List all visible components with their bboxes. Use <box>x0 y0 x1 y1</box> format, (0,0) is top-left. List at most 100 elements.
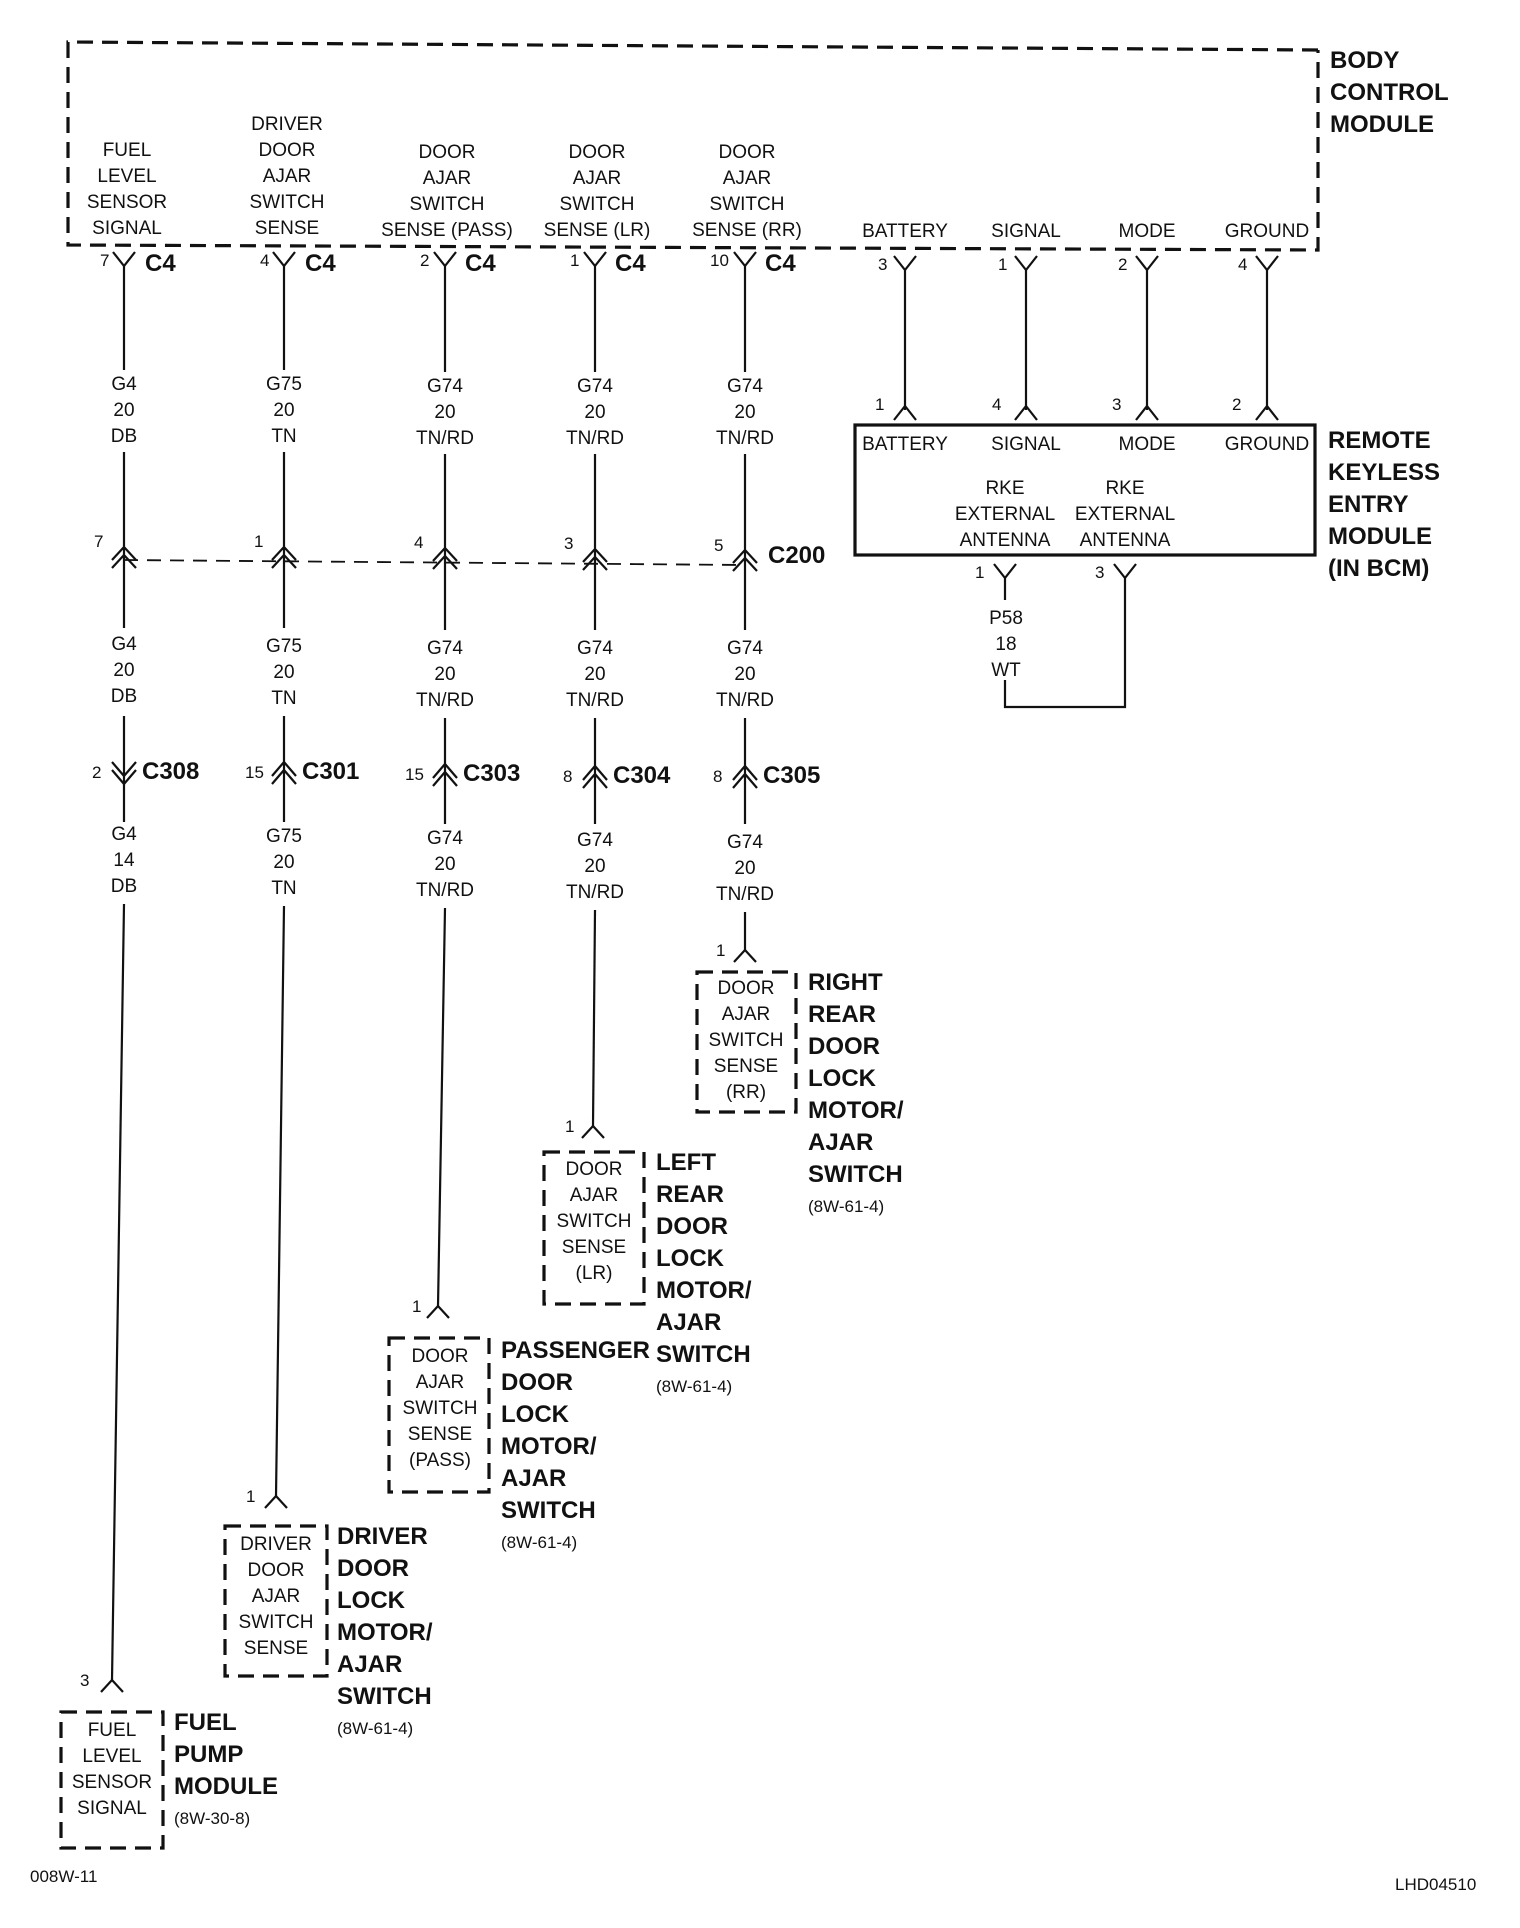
svg-text:(8W-61-4): (8W-61-4) <box>656 1377 732 1396</box>
svg-text:FUEL: FUEL <box>88 1720 137 1741</box>
wire-label-middle-1: G75 20 TN <box>258 632 310 714</box>
svg-text:2: 2 <box>1118 255 1127 274</box>
wire-label-middle-3: G74 20 TN/RD <box>562 634 628 716</box>
svg-text:LEVEL: LEVEL <box>82 1746 141 1767</box>
svg-text:20: 20 <box>584 402 605 423</box>
svg-text:20: 20 <box>273 662 294 683</box>
svg-text:BATTERY: BATTERY <box>862 221 948 242</box>
svg-text:C4: C4 <box>145 250 176 277</box>
svg-text:(8W-61-4): (8W-61-4) <box>337 1719 413 1738</box>
inline-connector-c305: 8 C305 <box>713 718 820 824</box>
svg-text:3: 3 <box>564 534 573 553</box>
svg-text:1: 1 <box>716 941 725 960</box>
svg-text:C4: C4 <box>465 250 496 277</box>
svg-text:TN/RD: TN/RD <box>716 428 774 449</box>
rke-module-pins: 1 4 3 2 <box>875 395 1279 421</box>
svg-text:DB: DB <box>111 426 137 447</box>
svg-text:3: 3 <box>1095 563 1104 582</box>
svg-text:20: 20 <box>113 400 134 421</box>
svg-text:AJAR: AJAR <box>656 1309 721 1336</box>
svg-text:AJAR: AJAR <box>501 1465 566 1492</box>
svg-text:SWITCH: SWITCH <box>410 194 485 215</box>
wire-lr-lower <box>591 909 597 1127</box>
svg-text:(RR): (RR) <box>726 1082 766 1103</box>
svg-text:BATTERY: BATTERY <box>862 434 948 455</box>
svg-text:4: 4 <box>260 251 269 270</box>
component-fuel-pump-module: 3 FUEL LEVEL SENSOR SIGNAL FUEL PUMP MOD… <box>59 1671 278 1850</box>
svg-text:AJAR: AJAR <box>416 1372 465 1393</box>
svg-text:SWITCH: SWITCH <box>560 194 635 215</box>
svg-text:10: 10 <box>710 251 729 270</box>
svg-text:C301: C301 <box>302 758 359 785</box>
bcm-title-line: BODY <box>1330 47 1399 74</box>
svg-text:(IN BCM): (IN BCM) <box>1328 555 1429 582</box>
svg-text:MODE: MODE <box>1119 221 1176 242</box>
svg-text:C308: C308 <box>142 758 199 785</box>
svg-text:AJAR: AJAR <box>573 168 622 189</box>
svg-text:DOOR: DOOR <box>569 142 626 163</box>
svg-text:TN/RD: TN/RD <box>566 690 624 711</box>
svg-text:SWITCH: SWITCH <box>656 1341 751 1368</box>
wire-label-lower-2: G74 20 TN/RD <box>412 826 478 908</box>
svg-text:DB: DB <box>111 686 137 707</box>
wire-label-upper-3: G74 20 TN/RD <box>562 372 628 454</box>
bcm-rke-connector: 3 1 2 4 <box>878 255 1279 410</box>
bcm-rke-pin-labels: BATTERY SIGNAL MODE GROUND <box>862 221 1309 242</box>
svg-text:7: 7 <box>100 251 109 270</box>
svg-text:C4: C4 <box>765 250 796 277</box>
svg-text:G74: G74 <box>577 638 613 659</box>
svg-text:DOOR: DOOR <box>718 978 775 999</box>
svg-text:20: 20 <box>434 402 455 423</box>
bcm-pin-label-lr: DOOR AJAR SWITCH SENSE (LR) <box>544 142 651 241</box>
component-right-rear-door: 1 DOOR AJAR SWITCH SENSE (RR) RIGHT REAR… <box>695 941 904 1216</box>
svg-text:EXTERNAL: EXTERNAL <box>955 504 1055 525</box>
bcm-title-line: CONTROL <box>1330 79 1449 106</box>
svg-text:DB: DB <box>111 876 137 897</box>
svg-text:G4: G4 <box>111 374 137 395</box>
svg-text:REAR: REAR <box>808 1001 876 1028</box>
wire-label-middle-4: G74 20 TN/RD <box>712 634 778 716</box>
svg-text:MOTOR/: MOTOR/ <box>337 1619 433 1646</box>
svg-text:1: 1 <box>570 251 579 270</box>
svg-text:LEVEL: LEVEL <box>97 166 156 187</box>
svg-text:G74: G74 <box>727 832 763 853</box>
svg-text:(8W-30-8): (8W-30-8) <box>174 1809 250 1828</box>
bcm-pin-label-pass: DOOR AJAR SWITCH SENSE (PASS) <box>381 142 513 241</box>
svg-text:15: 15 <box>245 763 264 782</box>
svg-text:7: 7 <box>94 532 103 551</box>
wire-label-lower-3: G74 20 TN/RD <box>562 828 628 910</box>
rke-antenna-wire: 1 3 P58 18 WT <box>975 563 1137 709</box>
svg-text:SWITCH: SWITCH <box>709 1030 784 1051</box>
svg-text:1: 1 <box>875 395 884 414</box>
svg-text:PASSENGER: PASSENGER <box>501 1337 650 1364</box>
svg-text:20: 20 <box>434 854 455 875</box>
svg-text:SWITCH: SWITCH <box>250 192 325 213</box>
svg-text:SENSE: SENSE <box>408 1424 472 1445</box>
svg-text:AJAR: AJAR <box>723 168 772 189</box>
svg-text:15: 15 <box>405 765 424 784</box>
svg-text:SIGNAL: SIGNAL <box>92 218 162 239</box>
svg-text:4: 4 <box>992 395 1001 414</box>
svg-text:DOOR: DOOR <box>337 1555 409 1582</box>
wire-label-middle-0: G4 20 DB <box>100 632 148 714</box>
svg-text:ANTENNA: ANTENNA <box>1080 530 1171 551</box>
svg-text:G75: G75 <box>266 636 302 657</box>
svg-text:1: 1 <box>246 1487 255 1506</box>
bcm-title: BODY CONTROL MODULE <box>1330 47 1449 138</box>
svg-text:SIGNAL: SIGNAL <box>77 1798 147 1819</box>
svg-text:LOCK: LOCK <box>656 1245 725 1272</box>
svg-text:(8W-61-4): (8W-61-4) <box>501 1533 577 1552</box>
c200-connector: 7 1 4 3 5 C200 <box>94 452 825 630</box>
svg-text:SENSE (LR): SENSE (LR) <box>544 220 651 241</box>
svg-text:DOOR: DOOR <box>248 1560 305 1581</box>
component-left-rear-door: 1 DOOR AJAR SWITCH SENSE (LR) LEFT REAR … <box>542 1117 752 1396</box>
svg-text:SWITCH: SWITCH <box>337 1683 432 1710</box>
svg-text:DOOR: DOOR <box>656 1213 728 1240</box>
svg-text:ENTRY: ENTRY <box>1328 491 1408 518</box>
svg-text:P58: P58 <box>989 608 1023 629</box>
wire-fuel-lower <box>110 903 126 1681</box>
svg-text:SENSE (RR): SENSE (RR) <box>692 220 802 241</box>
wire-label-lower-4: G74 20 TN/RD <box>712 830 778 912</box>
footer-right-code: LHD04510 <box>1395 1875 1476 1894</box>
